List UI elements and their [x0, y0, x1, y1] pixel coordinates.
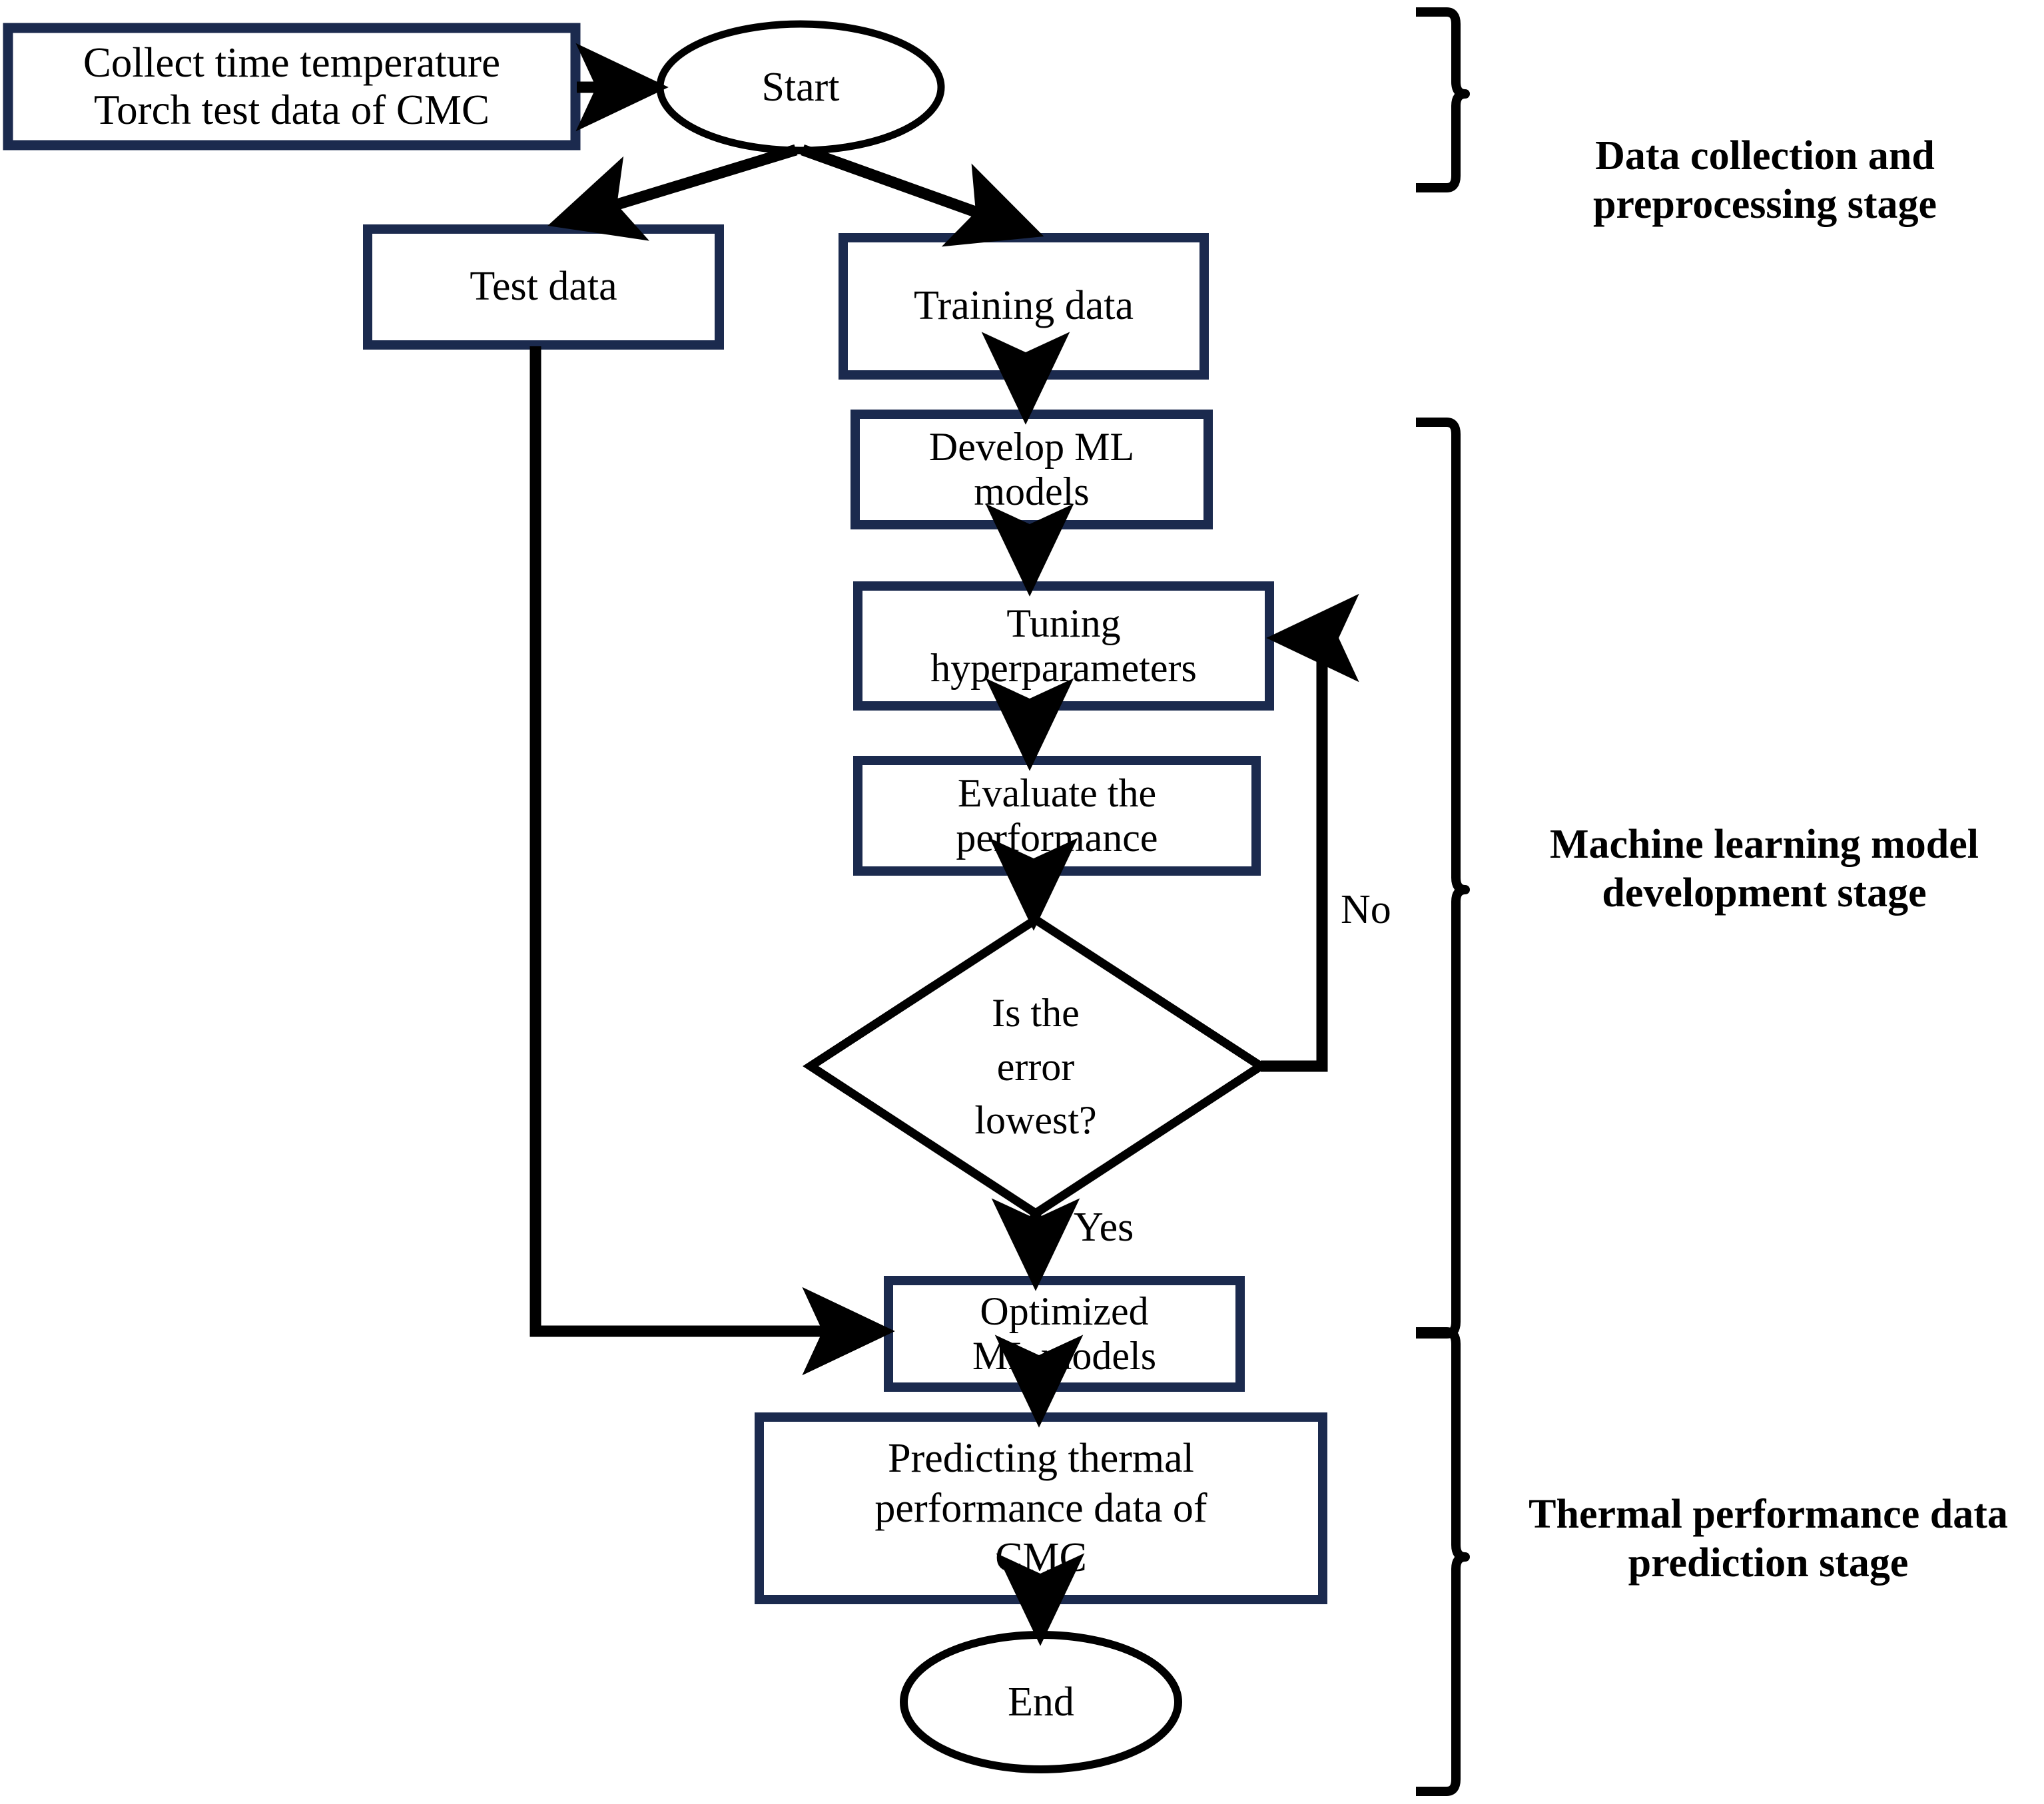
stage-label-ml-development: Machine learning model development stage	[1488, 820, 2041, 918]
node-tuning-shape	[853, 581, 1274, 711]
stage-3-brace	[1416, 1327, 1470, 1796]
stage-label-ml-development-line2: development stage	[1602, 870, 1927, 916]
node-test-data-shape	[363, 224, 724, 350]
stage-label-prediction-line1: Thermal performance data	[1529, 1492, 2008, 1537]
stage-label-prediction-line2: prediction stage	[1628, 1540, 1909, 1586]
stage-label-ml-development-line1: Machine learning model	[1549, 822, 1979, 867]
stage-label-data-collection-line1: Data collection and	[1595, 133, 1935, 178]
node-start-shape	[656, 20, 945, 154]
stage-label-prediction: Thermal performance data prediction stag…	[1492, 1490, 2044, 1588]
node-end-shape	[900, 1631, 1182, 1773]
edge-start-to-training-data	[801, 144, 1044, 247]
node-evaluate-shape	[853, 756, 1261, 876]
node-collect-data-shape	[3, 23, 581, 150]
node-training-data-shape	[839, 233, 1209, 380]
edge-label-yes-text: Yes	[1074, 1205, 1134, 1250]
stage-label-data-collection: Data collection and preprocessing stage	[1499, 132, 2031, 229]
node-predicting-shape	[755, 1412, 1327, 1604]
edge-decision-no-loop	[1261, 593, 1359, 1072]
edge-label-no-text: No	[1341, 887, 1391, 932]
stage-label-data-collection-line2: preprocessing stage	[1592, 182, 1937, 228]
edge-start-to-test-data	[547, 144, 798, 241]
stage-2-brace	[1416, 418, 1470, 1339]
edge-test-data-to-optimized	[529, 346, 895, 1376]
edge-label-no: No	[1341, 886, 1391, 934]
node-develop-models-shape	[851, 410, 1213, 529]
edge-label-yes: Yes	[1074, 1204, 1134, 1251]
node-optimized-models-shape	[884, 1276, 1245, 1392]
stage-1-brace	[1416, 7, 1470, 192]
node-decision-shape	[803, 914, 1269, 1219]
